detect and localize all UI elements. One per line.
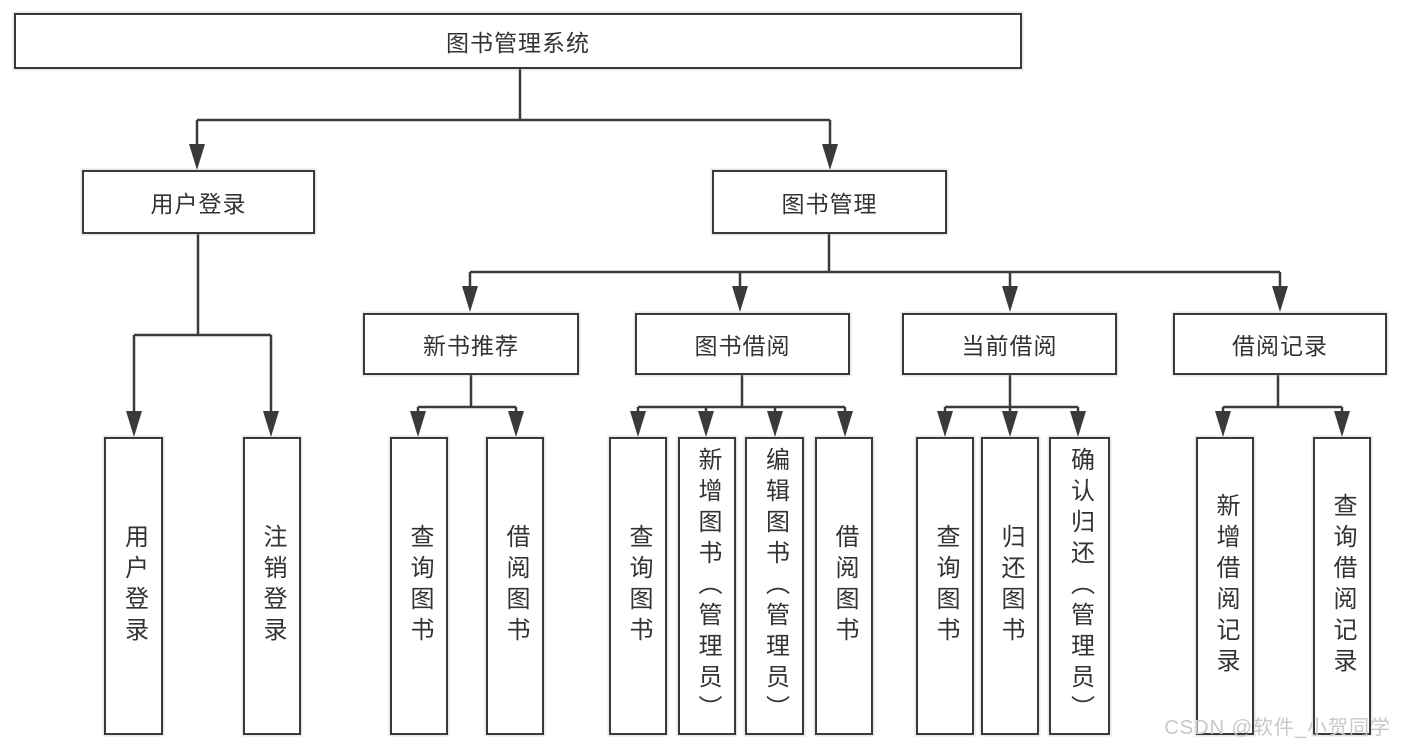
node-user-login-label: 用户登录 xyxy=(150,191,247,217)
leaf-current-confirm-return: 确认归还（管理员） xyxy=(1049,437,1110,735)
node-root: 图书管理系统 xyxy=(14,13,1022,69)
node-book-borrow-label: 图书借阅 xyxy=(694,333,791,359)
csdn-watermark: CSDN @软件_小贺同学 xyxy=(1164,717,1391,739)
node-root-label: 图书管理系统 xyxy=(446,30,590,56)
node-borrow-records-label: 借阅记录 xyxy=(1232,333,1328,359)
node-current-borrow-label: 当前借阅 xyxy=(961,333,1058,359)
leaf-current-query-books: 查询图书 xyxy=(916,437,974,735)
leaf-recommend-borrow-books: 借阅图书 xyxy=(486,437,544,735)
node-new-book-recommend: 新书推荐 xyxy=(363,313,579,375)
node-book-borrow: 图书借阅 xyxy=(635,313,850,375)
leaf-logout: 注销登录 xyxy=(243,437,301,735)
leaf-user-login: 用户登录 xyxy=(104,437,163,735)
node-book-management: 图书管理 xyxy=(712,170,947,234)
node-current-borrow: 当前借阅 xyxy=(902,313,1117,375)
leaf-borrow-borrow-books: 借阅图书 xyxy=(815,437,873,735)
leaf-borrow-edit-books: 编辑图书（管理员） xyxy=(745,437,804,735)
leaf-borrow-query-books: 查询图书 xyxy=(609,437,667,735)
leaf-recommend-query-books: 查询图书 xyxy=(390,437,448,735)
node-user-login: 用户登录 xyxy=(82,170,315,234)
node-borrow-records: 借阅记录 xyxy=(1173,313,1387,375)
leaf-current-return-books: 归还图书 xyxy=(981,437,1039,735)
connector-paths xyxy=(132,69,1344,416)
node-book-management-label: 图书管理 xyxy=(781,191,878,217)
leaf-records-add-record: 新增借阅记录 xyxy=(1196,437,1254,735)
leaf-records-query-record: 查询借阅记录 xyxy=(1313,437,1371,735)
arrowheads xyxy=(126,144,1350,437)
node-new-book-recommend-label: 新书推荐 xyxy=(423,333,519,359)
leaf-borrow-add-books: 新增图书（管理员） xyxy=(678,437,736,735)
